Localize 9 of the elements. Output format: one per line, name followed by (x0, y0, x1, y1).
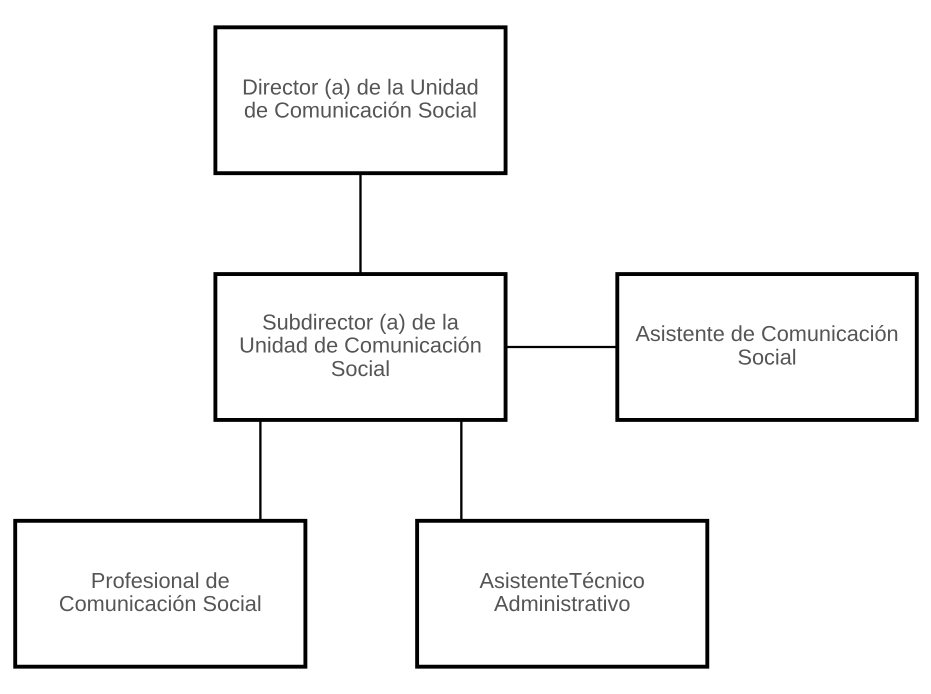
node-box: AsistenteTécnico Administrativo (414, 518, 709, 669)
connector (506, 346, 616, 348)
connector (258, 420, 262, 521)
node-box: Profesional de Comunicación Social (12, 518, 307, 669)
node-box: Subdirector (a) de la Unidad de Comunicación Social (212, 272, 507, 422)
node-box: Director (a) de la Unidad de Comunicación Social (212, 25, 507, 176)
node-box: Asistente de Comunicación Social (614, 272, 918, 422)
connector (358, 174, 362, 274)
connector (460, 420, 462, 521)
